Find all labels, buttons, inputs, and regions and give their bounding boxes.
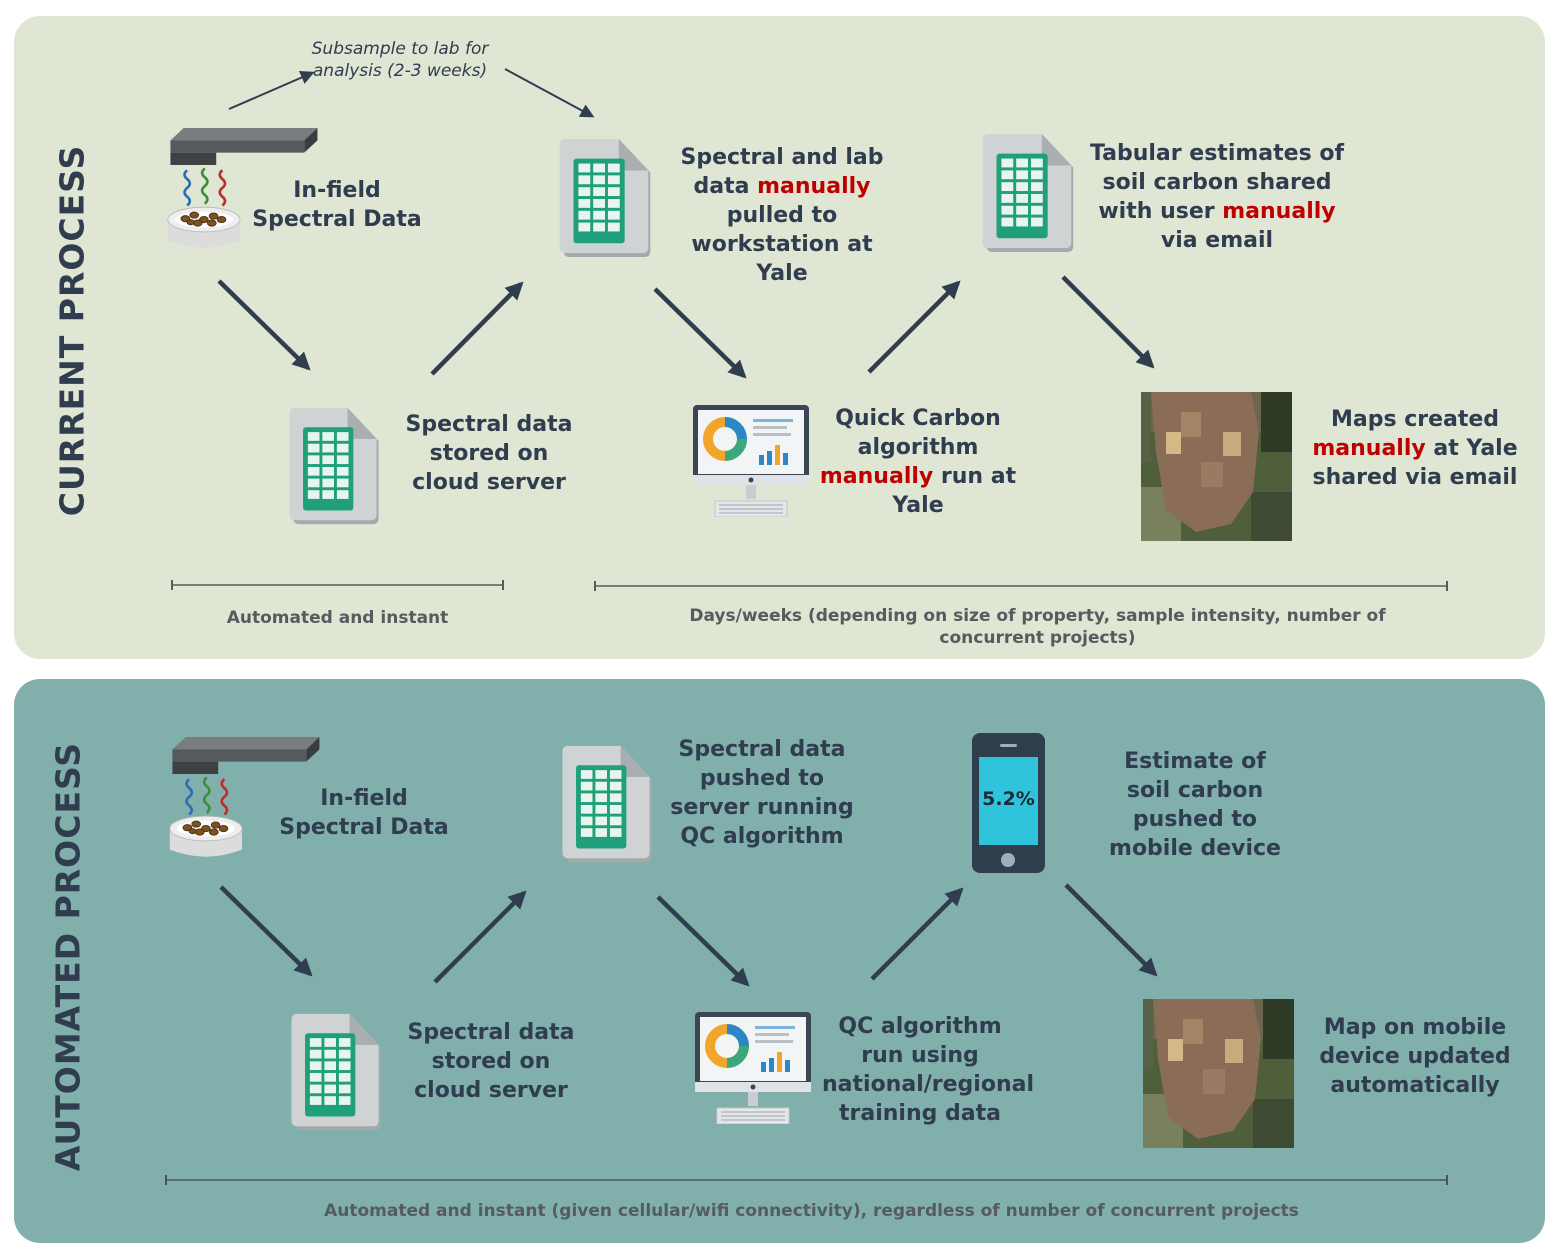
- phone-value: 5.2%: [982, 788, 1035, 810]
- arrow-auto-1: [219, 885, 313, 977]
- arrow-subsample-in: [504, 68, 595, 118]
- computer-chart-icon: [695, 1012, 811, 1124]
- auto-map-label: Map on mobile device updated automatical…: [1319, 1015, 1511, 1098]
- auto-infield-label: In-field Spectral Data: [279, 786, 449, 840]
- current-pulled-label: Spectral and lab data manually pulled to…: [680, 145, 884, 286]
- arrow-current-3: [653, 287, 747, 379]
- current-infield-label: In-field Spectral Data: [252, 178, 422, 232]
- satellite-map-icon: [1143, 999, 1294, 1148]
- spreadsheet-icon: [291, 1013, 381, 1131]
- auto-cloud-label: Spectral data stored on cloud server: [407, 1020, 575, 1103]
- current-tabular-label: Tabular estimates of soil carbon shared …: [1089, 141, 1345, 253]
- mobile-phone-icon: 5.2%: [972, 733, 1045, 873]
- current-foot-right: Days/weeks (depending on size of propert…: [689, 606, 1386, 648]
- current-foot-left: Automated and instant: [226, 608, 449, 628]
- auto-pushed-label: Spectral data pushed to server running Q…: [670, 737, 854, 849]
- arrow-auto-2: [433, 890, 527, 984]
- arrow-subsample-out: [228, 71, 315, 110]
- arrow-current-2: [430, 281, 524, 376]
- arrow-current-4: [867, 280, 961, 374]
- arrow-auto-3: [656, 895, 750, 987]
- subsample-note: Subsample to lab for analysis (2-3 weeks…: [311, 39, 489, 81]
- current-process-panel: [14, 16, 1545, 659]
- automated-process-panel: [14, 679, 1545, 1243]
- arrow-current-1: [217, 279, 311, 371]
- spreadsheet-icon: [562, 745, 652, 863]
- current-maps-label: Maps created manually at Yale shared via…: [1312, 407, 1518, 490]
- auto-foot: Automated and instant (given cellular/wi…: [324, 1201, 1299, 1221]
- auto-qc-label: QC algorithm run using national/regional…: [822, 1014, 1034, 1126]
- arrow-auto-4: [870, 887, 964, 981]
- current-cloud-label: Spectral data stored on cloud server: [405, 412, 573, 495]
- current-quick-label: Quick Carbon algorithm manually run at Y…: [819, 406, 1017, 518]
- auto-estimate-label: Estimate of soil carbon pushed to mobile…: [1109, 749, 1281, 861]
- arrow-auto-5: [1064, 883, 1158, 977]
- arrow-current-5: [1061, 275, 1155, 369]
